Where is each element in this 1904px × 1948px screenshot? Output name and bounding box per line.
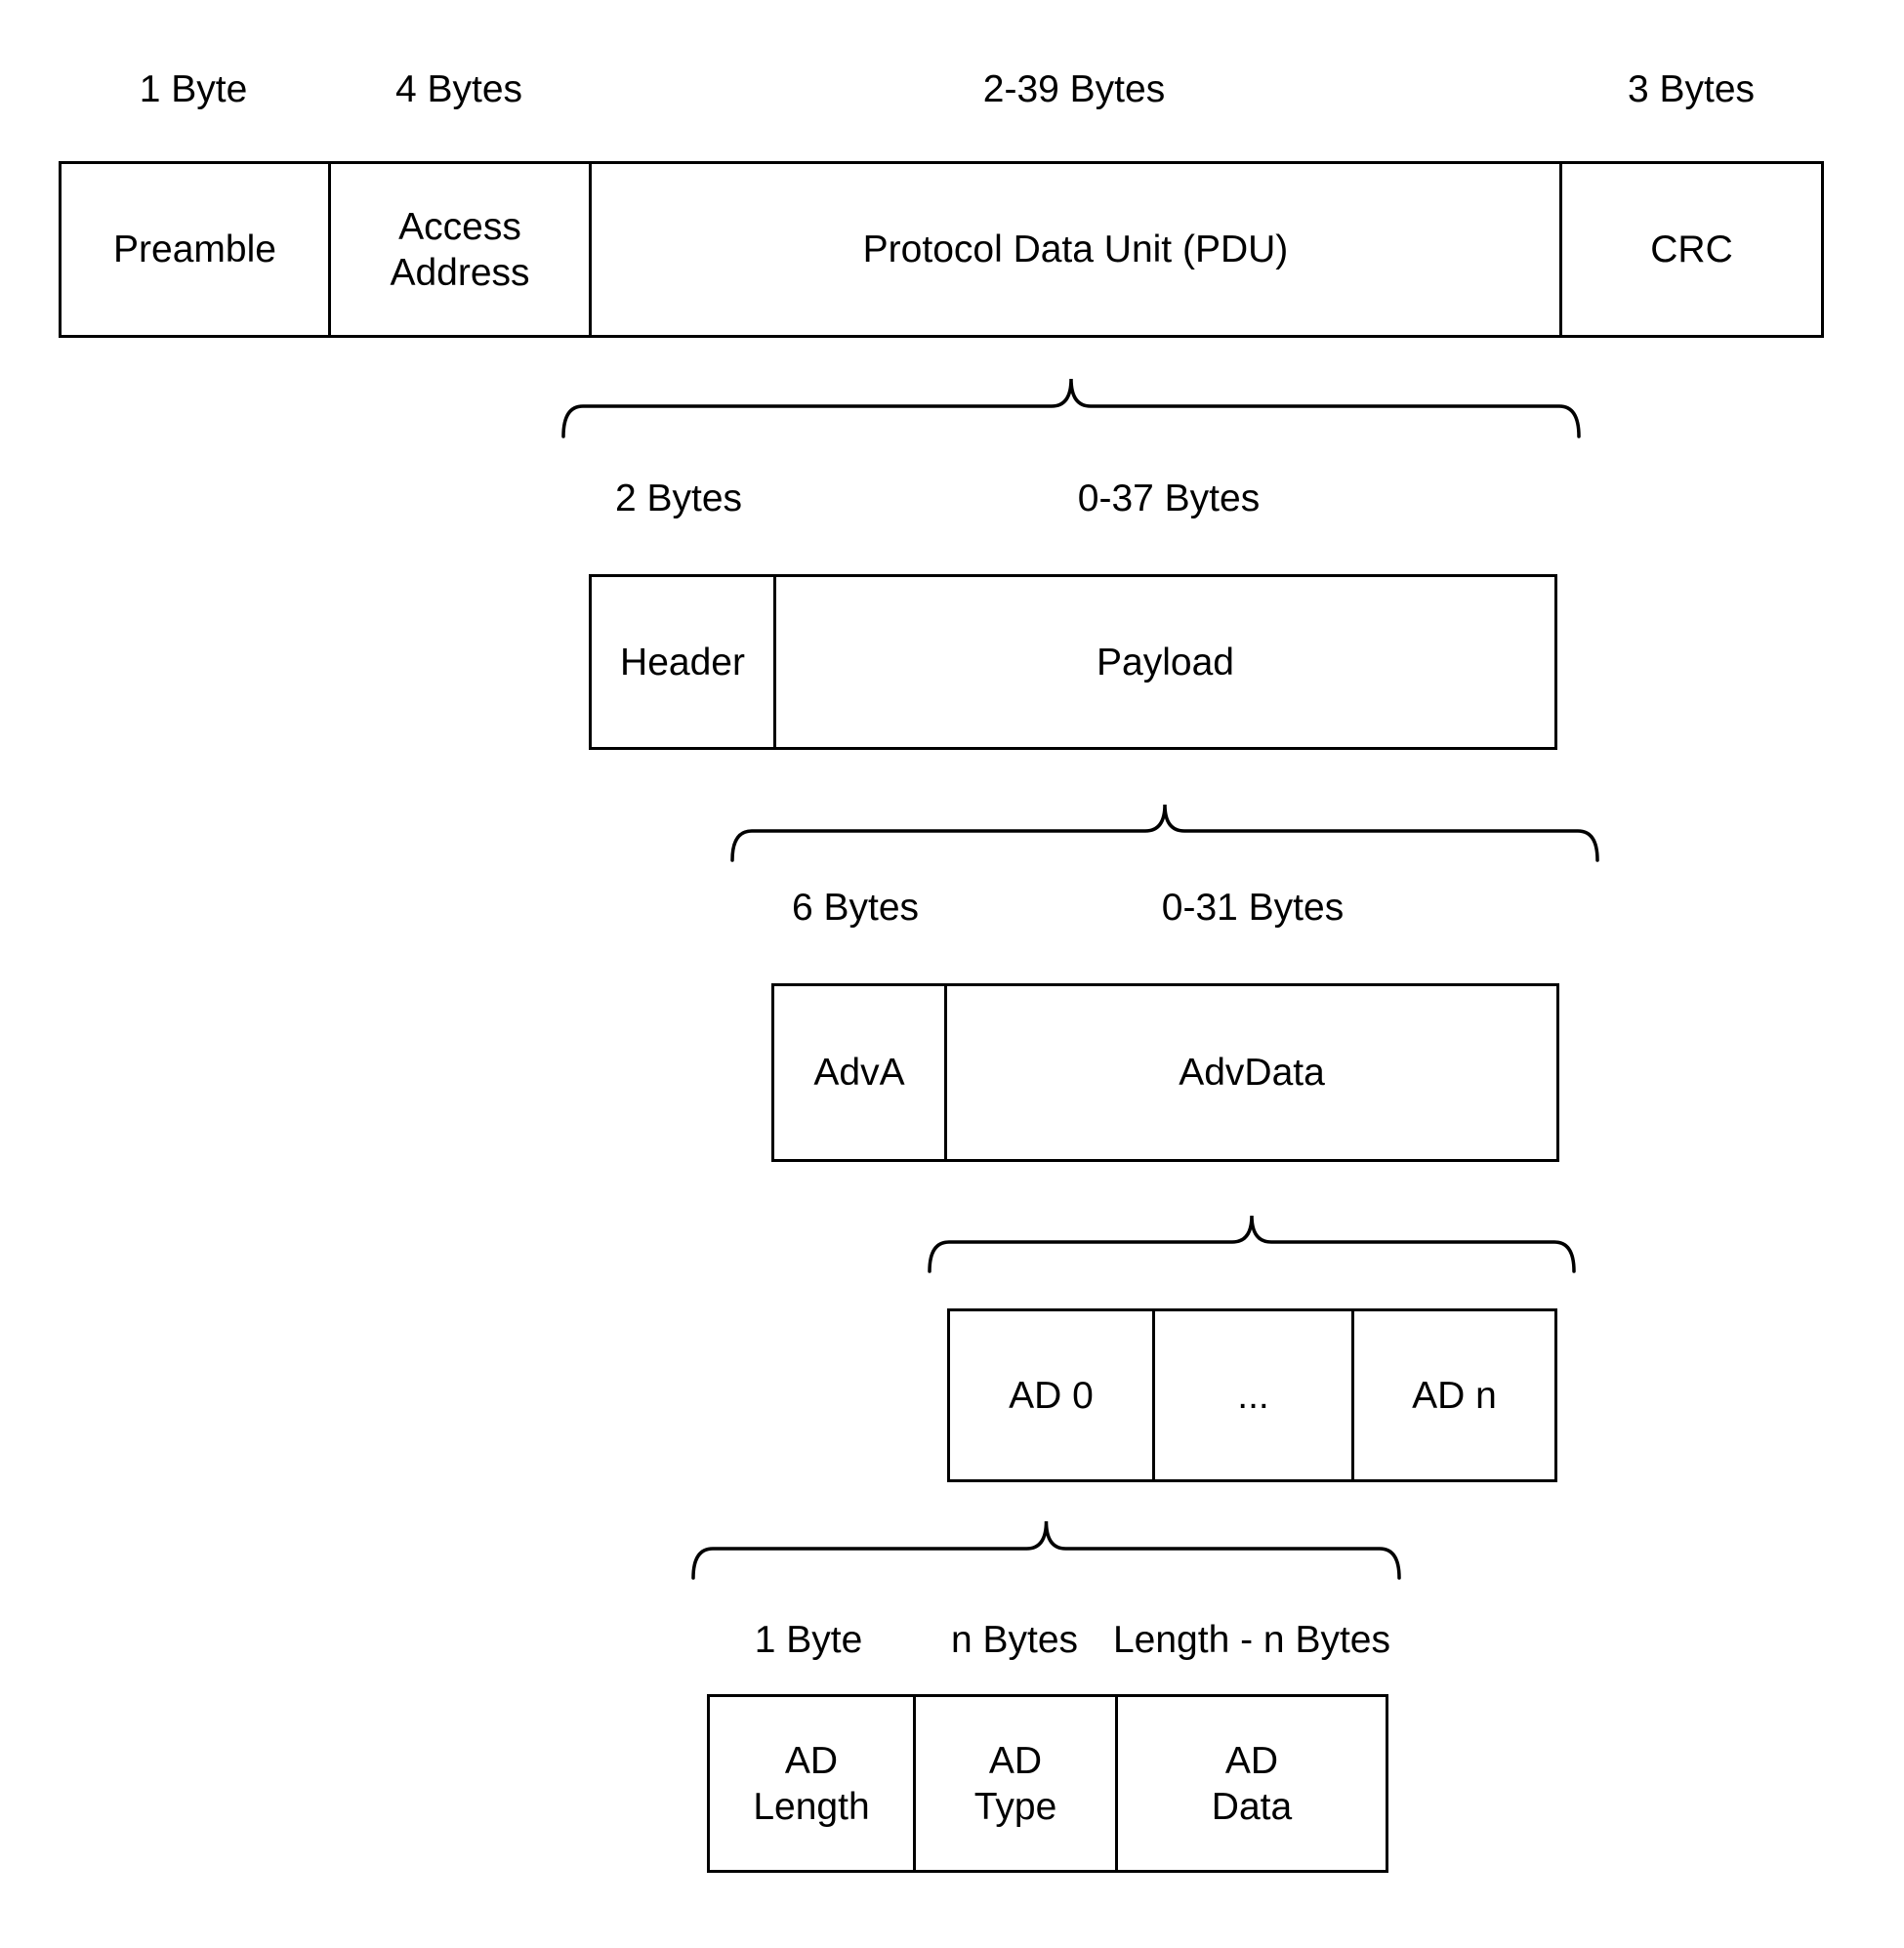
ad0-box: AD 0 bbox=[947, 1308, 1155, 1482]
ad-length-size-label: 1 Byte bbox=[754, 1619, 863, 1661]
payload-box: Payload bbox=[773, 574, 1557, 750]
ad-length-box: AD Length bbox=[707, 1694, 916, 1873]
header-box: Header bbox=[589, 574, 776, 750]
payload-size-label: 0-37 Bytes bbox=[1077, 477, 1261, 519]
advdata-box: AdvData bbox=[944, 983, 1559, 1162]
ad-ellipsis-box: ... bbox=[1152, 1308, 1354, 1482]
pdu-box: Protocol Data Unit (PDU) bbox=[589, 161, 1562, 338]
advdata-size-label: 0-31 Bytes bbox=[1161, 887, 1345, 929]
payload-expansion-brace bbox=[730, 804, 1599, 862]
preamble-box: Preamble bbox=[59, 161, 331, 338]
pdu-expansion-brace bbox=[561, 378, 1581, 438]
adva-size-label: 6 Bytes bbox=[791, 887, 920, 929]
crc-size-label: 3 Bytes bbox=[1627, 68, 1756, 110]
ad-type-box: AD Type bbox=[913, 1694, 1118, 1873]
access-address-size-label: 4 Bytes bbox=[394, 68, 523, 110]
adn-box: AD n bbox=[1351, 1308, 1557, 1482]
ad-data-box: AD Data bbox=[1115, 1694, 1388, 1873]
ad-data-size-label: Length - n Bytes bbox=[1112, 1619, 1390, 1661]
pdu-size-label: 2-39 Bytes bbox=[982, 68, 1166, 110]
access-address-box: Access Address bbox=[328, 161, 592, 338]
ad-type-size-label: n Bytes bbox=[950, 1619, 1079, 1661]
crc-box: CRC bbox=[1559, 161, 1824, 338]
ad0-expansion-brace bbox=[691, 1520, 1401, 1580]
advdata-expansion-brace bbox=[928, 1215, 1576, 1273]
preamble-size-label: 1 Byte bbox=[139, 68, 248, 110]
adva-box: AdvA bbox=[771, 983, 947, 1162]
header-size-label: 2 Bytes bbox=[614, 477, 743, 519]
